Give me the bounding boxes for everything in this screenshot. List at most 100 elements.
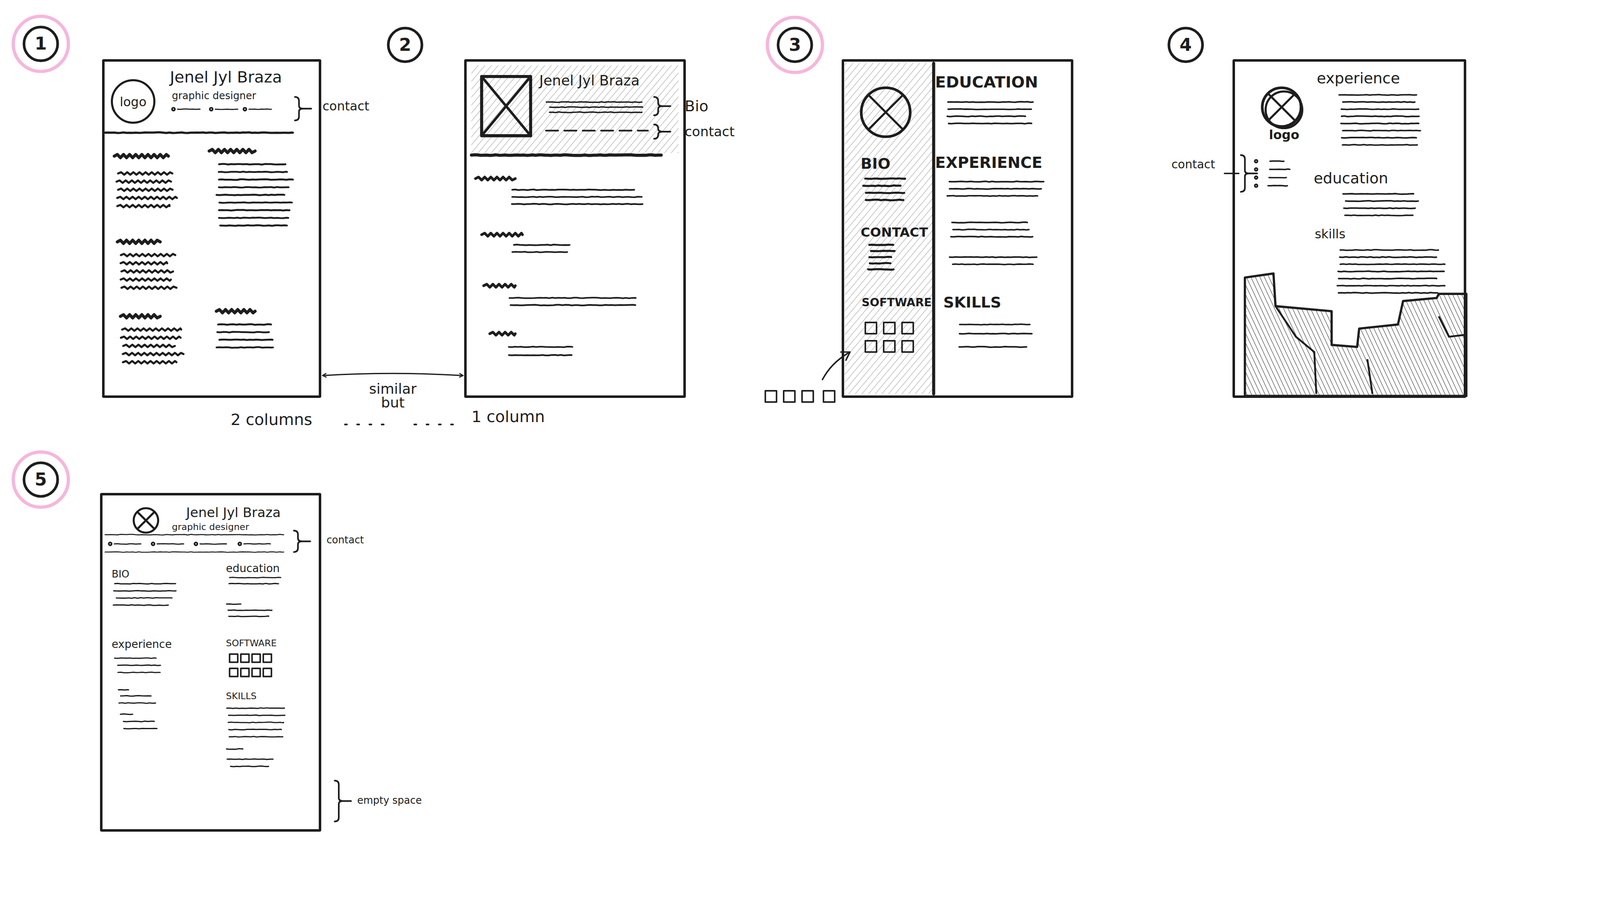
sketch-stroke — [867, 269, 894, 270]
sketch-stroke — [959, 346, 1027, 348]
callout-circle — [777, 27, 812, 62]
sketch-stroke — [952, 264, 1033, 265]
sketch-stroke — [1337, 271, 1444, 272]
sketch-stroke — [865, 178, 906, 179]
sketch-stroke — [114, 583, 176, 584]
sketch-stroke — [229, 736, 283, 737]
node-text: graphic designer — [172, 522, 250, 533]
sketch-stroke — [120, 314, 161, 318]
sketch-stroke — [483, 284, 516, 288]
sketch-stroke — [219, 202, 293, 203]
sketch-stroke — [959, 324, 1030, 325]
annotation-label: 1 column — [471, 408, 545, 426]
sketch-stroke — [509, 297, 636, 298]
sketch-stroke — [869, 256, 892, 258]
sketch-stroke — [865, 199, 904, 200]
annotation-label: 2 columns — [230, 411, 313, 429]
bullet-dot — [194, 542, 198, 546]
sketch-stroke — [1340, 123, 1419, 124]
logo-circle: logo — [110, 79, 156, 125]
sketch-stroke — [105, 534, 284, 535]
sketch-stroke — [959, 333, 1033, 334]
sketch-stroke — [513, 244, 570, 245]
sketch-stroke — [216, 347, 274, 348]
software-icon — [883, 340, 895, 353]
sketch-stroke — [228, 615, 269, 617]
sketch-stroke — [1342, 193, 1414, 195]
node-text: education — [225, 562, 280, 575]
sketch-stroke — [870, 262, 891, 264]
bullet-dot — [172, 107, 175, 111]
sketch-stroke — [1269, 176, 1287, 179]
sketch-stroke — [217, 324, 271, 325]
sketch-stroke — [105, 551, 284, 553]
node-text: SKILLS — [943, 294, 1002, 311]
sketch-stroke — [200, 543, 227, 545]
sketch-stroke — [863, 185, 901, 186]
software-icon — [865, 340, 877, 353]
sketch-stroke — [113, 590, 176, 591]
sketch-stroke — [512, 251, 568, 253]
annotation-label: Bio — [684, 97, 709, 115]
sketch-stroke — [1339, 94, 1417, 95]
sketch-stroke — [209, 149, 255, 153]
sketch-stroke — [219, 338, 273, 341]
sketch-stroke — [218, 171, 288, 173]
callout-number: 3 — [788, 35, 801, 55]
software-icon — [229, 654, 238, 663]
sketch-stroke — [1342, 130, 1420, 131]
sketch-stroke — [1339, 256, 1437, 258]
sketch-stroke — [229, 583, 279, 584]
sketch-stroke — [511, 203, 643, 205]
sketch-stroke — [228, 722, 284, 723]
sketch-stroke — [117, 188, 173, 192]
highlight-ring — [767, 17, 823, 73]
sketch-stroke — [157, 543, 184, 545]
annotation-label: empty space — [357, 795, 422, 806]
software-icon — [240, 668, 250, 677]
sketch-stroke — [218, 179, 293, 180]
callout-circle — [24, 462, 58, 497]
sketch-stroke — [114, 657, 157, 659]
sketch-stroke — [227, 609, 272, 612]
sketch-stroke — [1345, 215, 1413, 216]
resume-page: BIOCONTACTSOFTWAREEDUCATIONEXPERIENCESKI… — [841, 59, 1074, 398]
sketch-stroke — [229, 577, 281, 578]
node-text: SOFTWARE — [861, 296, 932, 309]
node-text: BIO — [860, 155, 891, 173]
node-text: experience — [111, 638, 172, 651]
sketch-stroke — [228, 715, 285, 716]
sketch-stroke — [549, 112, 643, 113]
node-text: education — [1313, 170, 1389, 187]
node-text: Jenel Jyl Braza — [186, 505, 281, 520]
sketch-stroke — [120, 278, 172, 281]
sketch-stroke — [116, 597, 173, 598]
bracket — [293, 530, 310, 552]
callout-circle — [24, 27, 58, 61]
sketch-stroke — [1270, 160, 1284, 163]
sketch-stroke — [512, 189, 635, 190]
sketch-stroke — [1343, 207, 1415, 209]
sketch-stroke — [122, 352, 184, 356]
software-icon — [229, 668, 238, 677]
sketch-stroke — [226, 748, 243, 750]
sketch-stroke — [1337, 285, 1445, 286]
annotation-label: contact — [1171, 158, 1215, 172]
bullet-dot — [151, 542, 155, 546]
node-text: logo — [112, 94, 154, 109]
software-icon — [883, 322, 895, 334]
sketch-stroke — [123, 344, 175, 348]
software-icon — [252, 654, 261, 663]
sketch-circle — [133, 508, 159, 533]
sketch-stroke — [947, 101, 1033, 103]
sketch-stroke — [114, 543, 141, 545]
software-icon — [263, 668, 272, 677]
pointer-arrow — [822, 352, 850, 380]
placeholder-x — [868, 95, 903, 130]
skyline-inner — [1275, 306, 1467, 395]
callout-number: 1 — [34, 34, 47, 54]
sketch-stroke — [216, 309, 255, 313]
sketch-stroke — [117, 665, 161, 666]
column-divider — [932, 63, 935, 394]
sketch-stroke — [230, 765, 269, 767]
